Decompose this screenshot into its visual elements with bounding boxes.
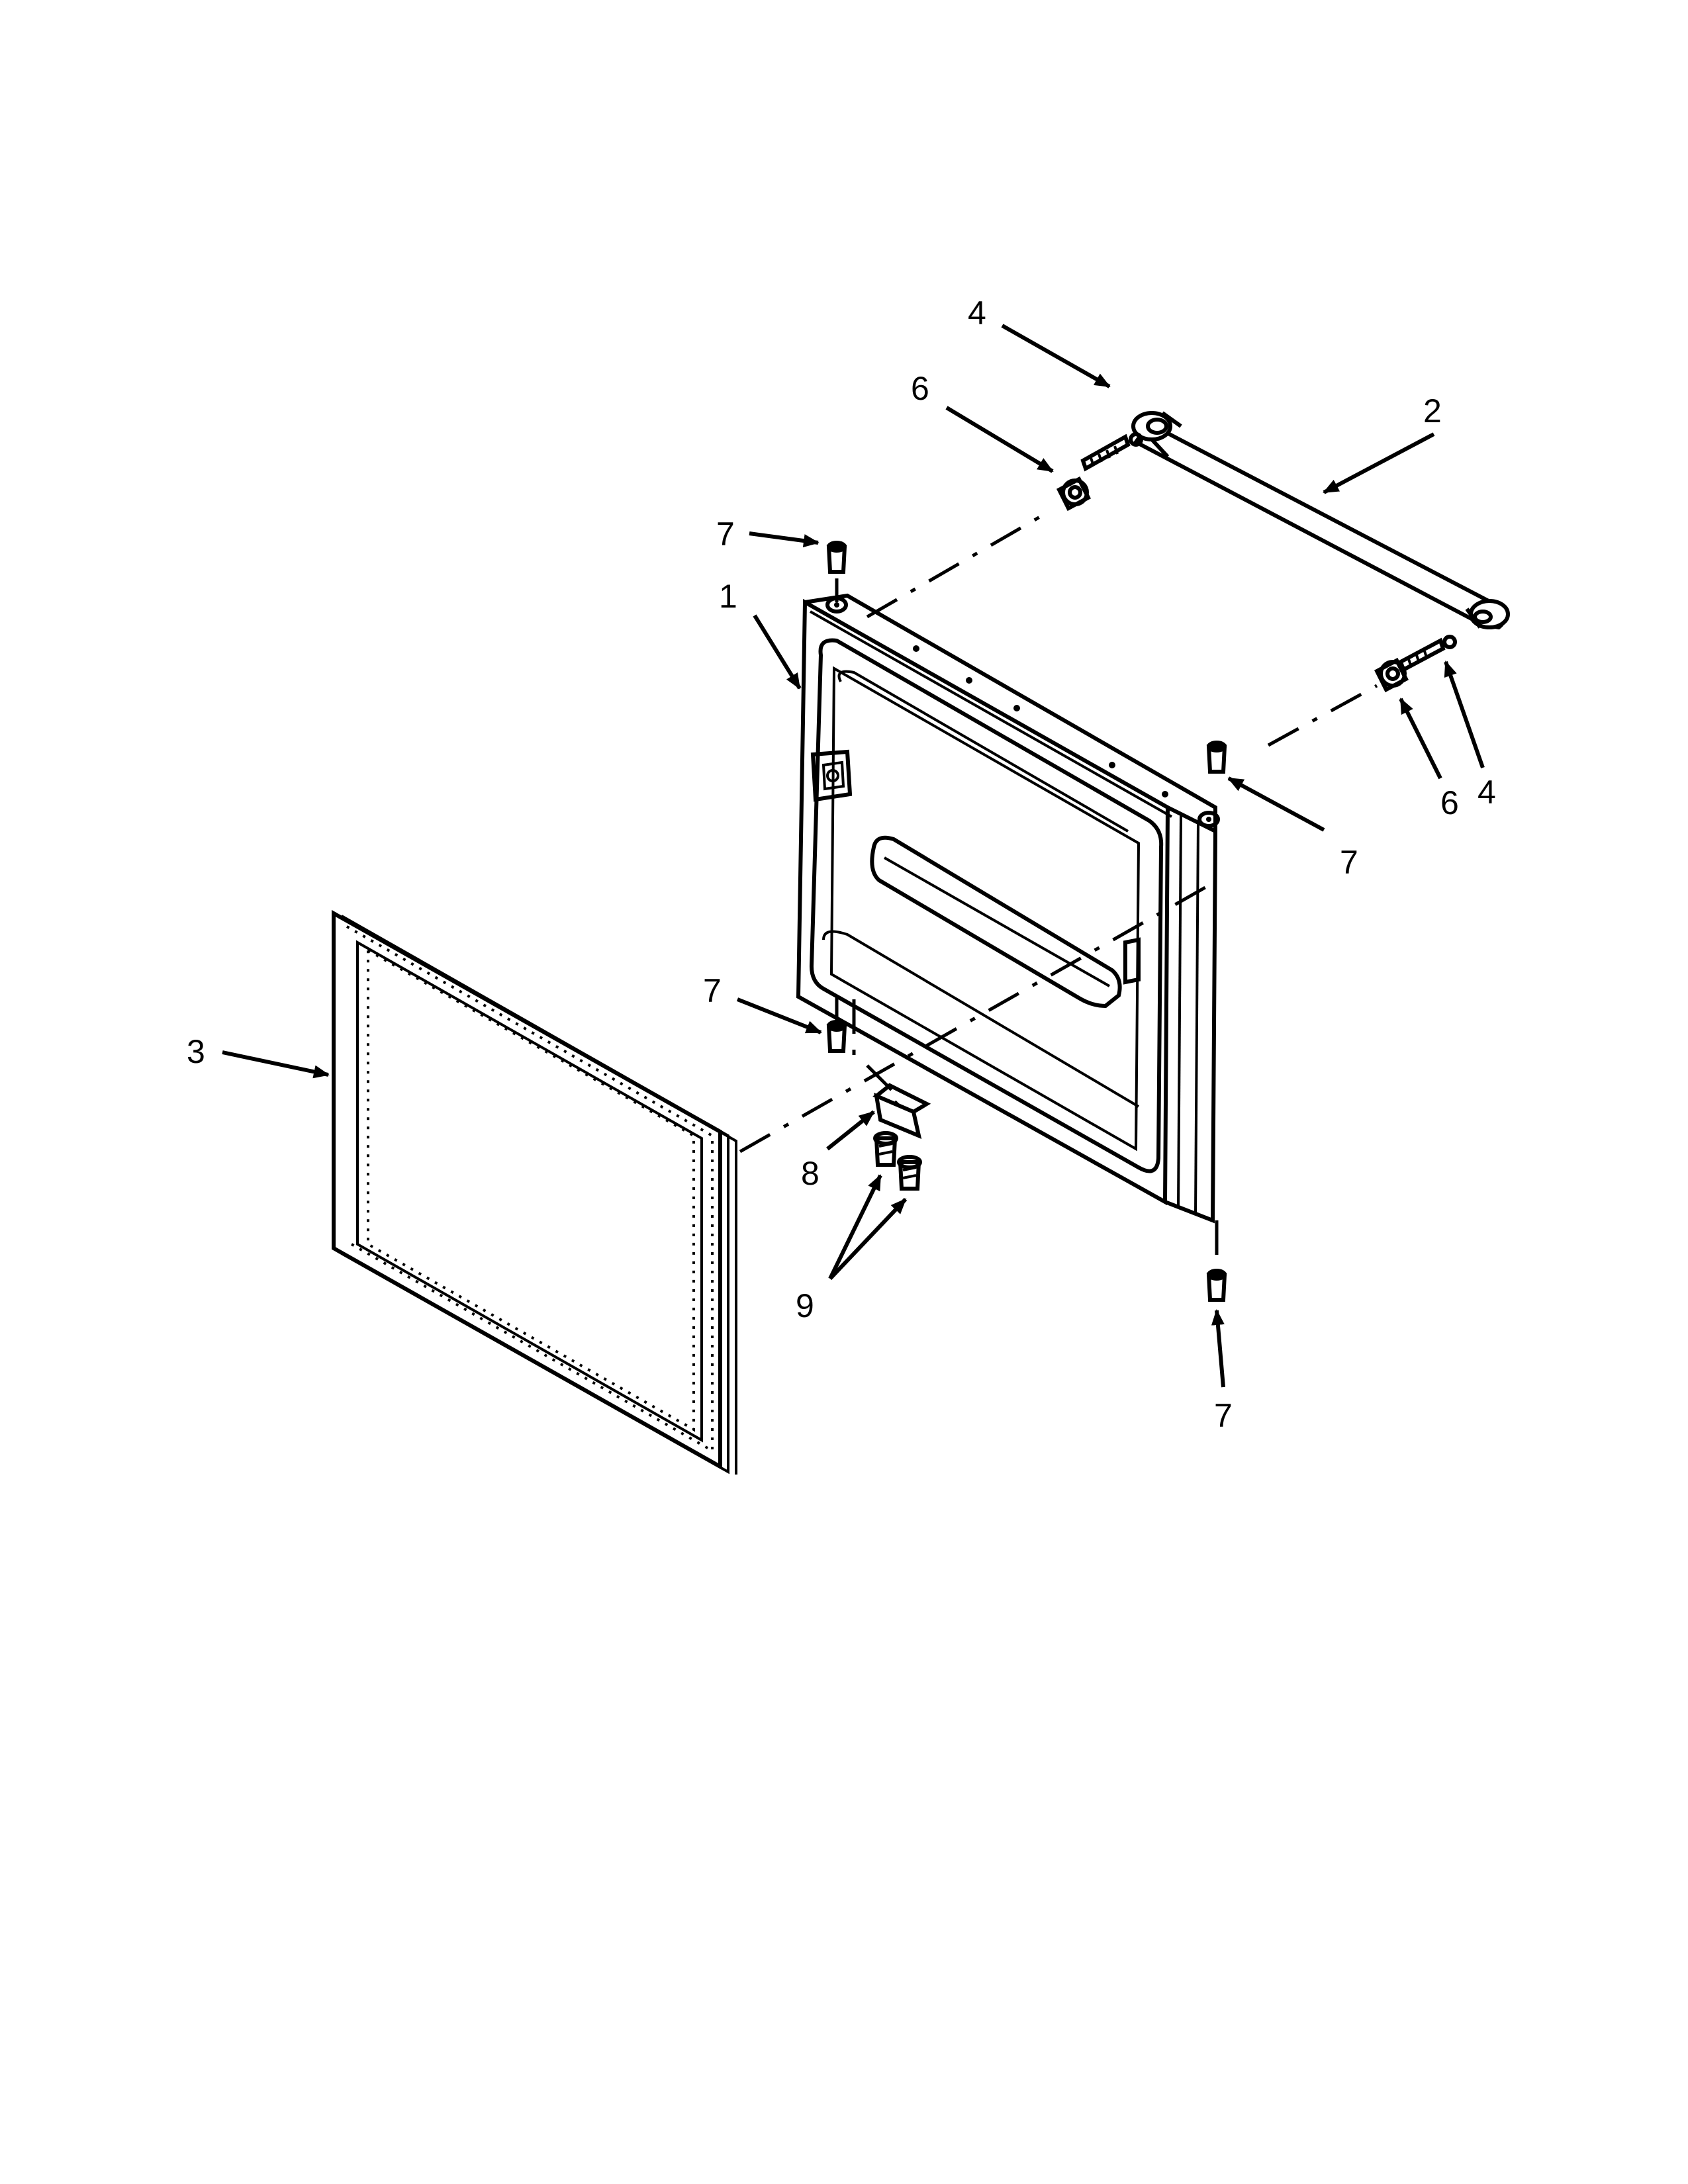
plug-bottom-left [826, 1020, 847, 1053]
callout-plug-bottom-right: 7 [1214, 1397, 1233, 1434]
callout-plug-top-left: 7 [716, 516, 735, 553]
assembly-lines [739, 508, 1378, 1271]
callout-hinge-bracket: 8 [801, 1155, 820, 1192]
handle-screw-top [1080, 432, 1143, 472]
callout-screw-top: 4 [968, 295, 986, 332]
callout-spacer-top: 6 [911, 370, 929, 407]
spacer-right [1374, 657, 1409, 693]
callout-door: 1 [719, 578, 737, 615]
plug-top-left [826, 541, 847, 574]
callout-spacer-right: 6 [1440, 784, 1459, 821]
callout-labels: 1 2 3 4 4 6 6 7 7 7 7 8 9 [187, 295, 1496, 1434]
plug-top-right [1206, 741, 1227, 774]
callout-plug-bottom-left: 7 [703, 972, 722, 1009]
plug-bottom-right [1206, 1269, 1227, 1302]
spacer-top [1056, 476, 1091, 512]
callout-hinge-screws: 9 [796, 1287, 814, 1324]
door-gasket [332, 909, 737, 1475]
callout-arrows [222, 324, 1485, 1388]
door-assembly [796, 593, 1220, 1224]
hinge-screws [873, 1131, 922, 1191]
hinge-bracket [872, 1083, 931, 1139]
callout-handle: 2 [1423, 392, 1442, 430]
door-handle [1131, 411, 1510, 630]
callout-plug-top-right: 7 [1340, 844, 1358, 881]
callout-gasket: 3 [187, 1033, 205, 1070]
callout-screw-right: 4 [1477, 774, 1496, 811]
